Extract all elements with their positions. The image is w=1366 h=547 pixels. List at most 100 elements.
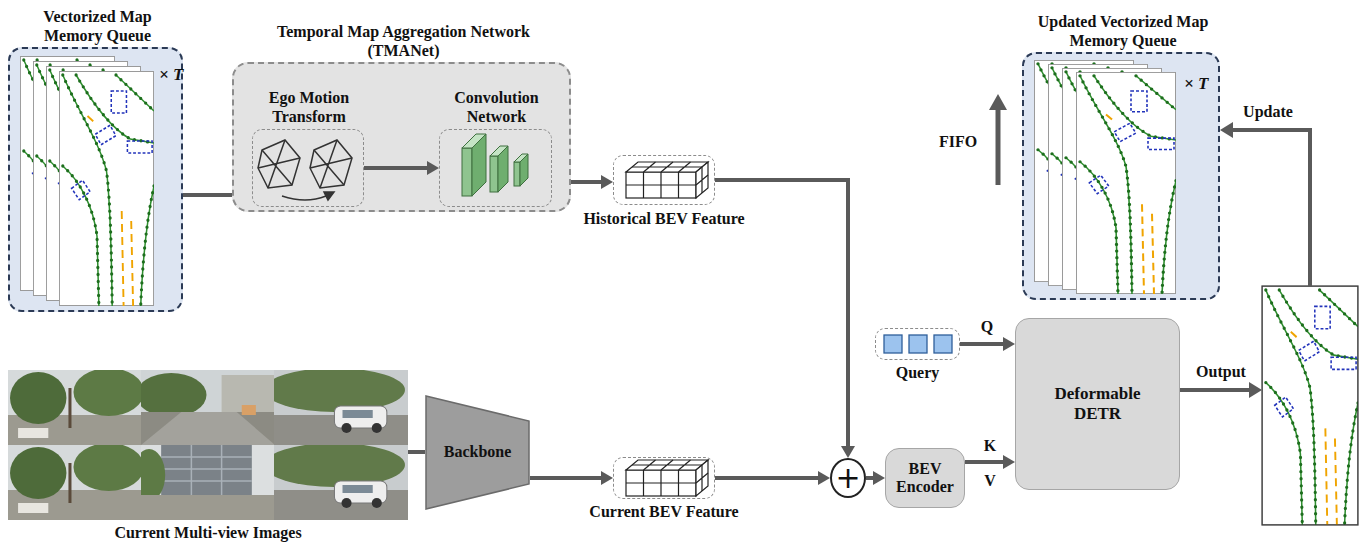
query-box: Query	[875, 328, 960, 360]
camera-photos	[136, 370, 275, 445]
flow-line	[183, 193, 232, 197]
flow-line	[715, 476, 820, 480]
flow-arrow	[866, 471, 885, 485]
conv-icon	[498, 146, 508, 192]
image-label: Current Multi-view Images	[114, 524, 301, 542]
block-label: Deformable DETR	[1043, 384, 1153, 423]
tmanet-panel: Temporal Map Aggregation Network (TMANet…	[232, 62, 571, 212]
flow-line	[571, 180, 603, 184]
memory-queue: Vectorized Map Memory Queue× T	[8, 47, 183, 312]
arrow-head	[1003, 455, 1015, 469]
output-map	[1262, 287, 1358, 525]
updated-map-stack	[1077, 72, 1177, 294]
block-label: Backbone	[444, 443, 512, 461]
queue-title: Updated Vectorized Map Memory Queue	[1023, 13, 1223, 50]
flow-line	[965, 460, 1005, 464]
feature-grid	[626, 162, 708, 198]
flow-arrow	[408, 452, 425, 453]
arrow-head	[873, 471, 885, 485]
conv-icon	[462, 134, 528, 196]
query-tokens	[909, 335, 927, 353]
conv-icon	[462, 148, 472, 196]
ego-motion-box: Ego Motion Transform	[252, 129, 364, 207]
ego-motion-icon	[324, 192, 334, 200]
camera-photos	[8, 443, 144, 520]
edge-label: Q	[981, 318, 993, 336]
panel-fills	[8, 47, 1220, 312]
memory-queue: Updated Vectorized Map Memory Queue× T	[1022, 52, 1220, 300]
flow-arrow	[965, 455, 1015, 469]
camera-photos	[264, 443, 408, 520]
camera-photos	[133, 445, 275, 520]
encoder-box: BEV Encoder	[885, 448, 965, 508]
fifo-arrow	[996, 108, 1001, 185]
panel-fills	[232, 62, 571, 212]
arrow-head	[818, 471, 830, 485]
query-tokens	[884, 335, 952, 353]
backbone-shape	[426, 396, 529, 509]
camera-photos	[264, 368, 408, 445]
plus-sign: +	[835, 463, 860, 493]
sum-circle: +	[830, 458, 866, 498]
query-tokens	[884, 335, 902, 353]
flow-arrow	[183, 195, 232, 196]
ego-motion-icon	[258, 140, 300, 188]
fifo-arrow	[989, 94, 1007, 185]
flow-label: Output	[1196, 363, 1246, 381]
arrow-head	[601, 175, 613, 189]
query-label: Query	[896, 364, 940, 382]
count-label: × T	[159, 65, 183, 85]
flow-line	[960, 342, 1005, 346]
feature-box: Historical BEV Feature	[613, 155, 715, 205]
flow-line	[530, 476, 603, 480]
detr-box: Deformable DETR	[1015, 318, 1180, 490]
feature-label: Current BEV Feature	[589, 503, 738, 521]
flow-label: Update	[1243, 103, 1293, 121]
update-arrow	[1232, 130, 1310, 286]
query-tokens	[934, 335, 952, 353]
flow-arrow	[715, 471, 830, 485]
flow-arrow	[960, 337, 1015, 351]
arrow-head	[1003, 337, 1015, 351]
update-arrow	[1220, 122, 1310, 286]
queue-title: Vectorized Map Memory Queue	[18, 8, 178, 45]
flow-arrow	[571, 175, 613, 189]
output-map	[1262, 286, 1358, 525]
conv-box: Convolution Network	[439, 129, 552, 207]
feature-grid	[626, 460, 708, 496]
backbone-block: Backbone	[425, 395, 530, 510]
conv-icon	[490, 156, 498, 192]
feature-box: Current BEV Feature	[613, 457, 715, 499]
feature-label: Historical BEV Feature	[583, 210, 744, 228]
map-stack	[20, 57, 154, 307]
fifo-arrow	[989, 94, 1007, 110]
block-title: Convolution Network	[435, 89, 559, 126]
panel-fills	[1022, 52, 1220, 300]
arrow-head	[601, 471, 613, 485]
conv-icon	[520, 154, 528, 186]
count-label: × T	[1184, 74, 1208, 94]
image-grid: Current Multi-view Images	[8, 370, 408, 520]
feature-grid	[626, 460, 708, 496]
conv-icon	[472, 134, 486, 196]
port-label: V	[984, 472, 996, 490]
block-label: BEV Encoder	[890, 460, 960, 497]
feature-grid	[626, 162, 708, 198]
ego-motion-icon	[258, 140, 352, 200]
block-title: Ego Motion Transform	[247, 89, 371, 126]
panel-fills	[8, 47, 183, 312]
updated-map-stack	[1035, 60, 1177, 294]
flow-line	[364, 166, 429, 170]
module-title: Temporal Map Aggregation Network (TMANet…	[249, 23, 559, 60]
camera-photos	[8, 368, 144, 445]
edge-label: K	[984, 437, 996, 455]
arrow-head	[427, 161, 439, 175]
ego-motion-icon	[310, 140, 352, 188]
arrow-head	[841, 446, 855, 458]
map-stack	[59, 72, 154, 307]
flow-line	[408, 450, 425, 454]
output-arrow	[1249, 382, 1262, 398]
flow-arrow	[530, 471, 613, 485]
ego-motion-icon	[310, 140, 352, 188]
output-arrow	[1180, 388, 1251, 392]
